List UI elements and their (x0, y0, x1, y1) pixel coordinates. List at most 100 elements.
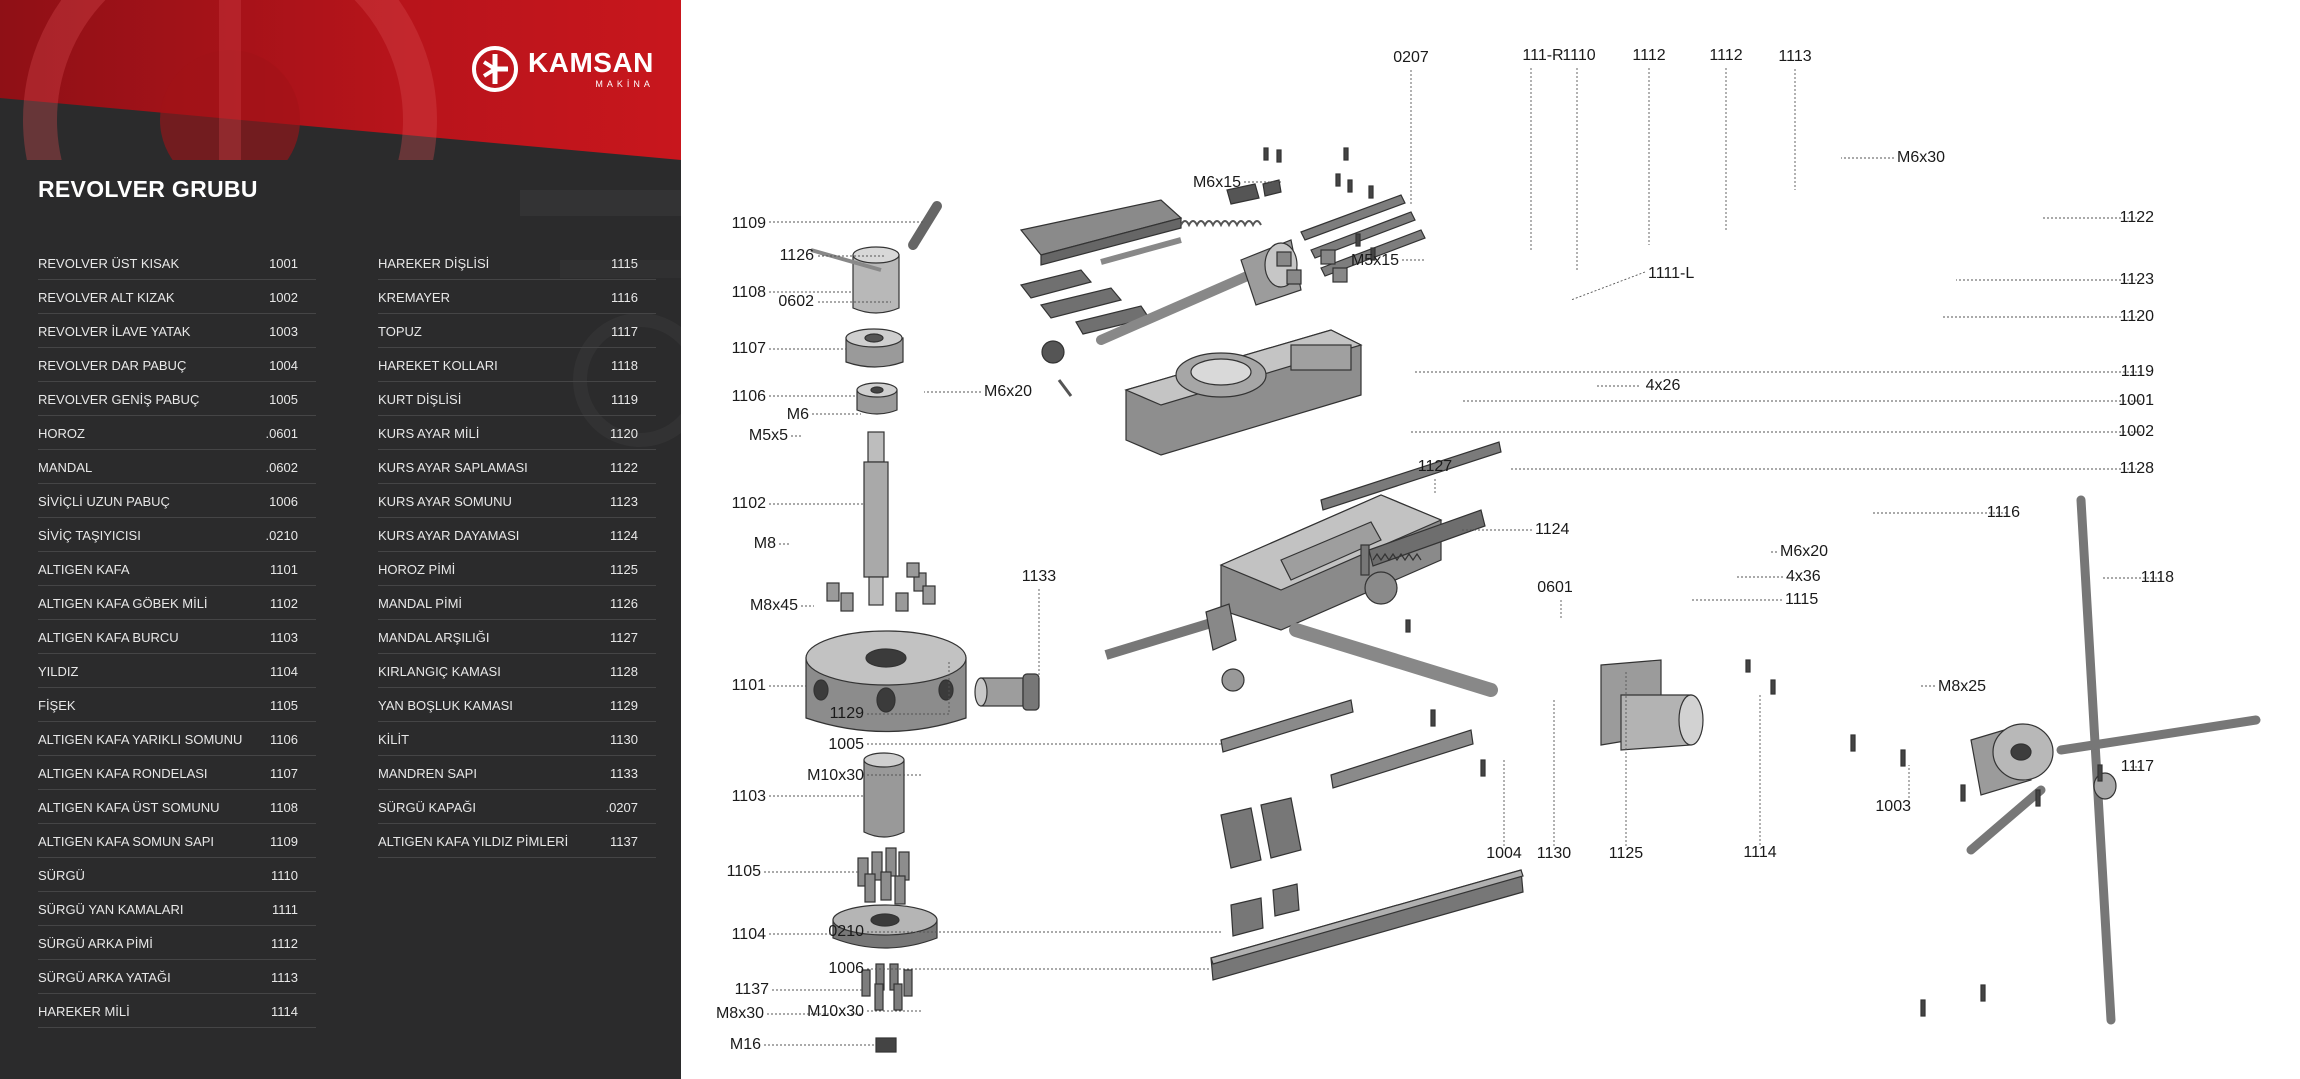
part-code: 1109 (270, 834, 298, 849)
callout-1133: 1133 (1022, 568, 1056, 678)
callout-label: 1106 (732, 388, 767, 405)
callout-label: 0602 (778, 293, 814, 310)
part-name: REVOLVER İLAVE YATAK (38, 324, 191, 339)
callout-label: 1119 (2121, 363, 2154, 380)
callout-m8x45: M8x45 (750, 597, 814, 614)
callout-label: M10x30 (807, 767, 864, 784)
part-name: KREMAYER (378, 290, 450, 305)
part-name: HAREKER MİLİ (38, 1004, 130, 1019)
callout-label: M8x45 (750, 597, 798, 614)
machine-photo-overlay (520, 190, 681, 447)
part-name: KIRLANGIÇ KAMASI (378, 664, 501, 679)
callout-label: 1114 (1743, 844, 1776, 861)
part-code: 1006 (269, 494, 298, 509)
part-code: 1105 (270, 698, 298, 713)
part-name: ALTIGEN KAFA ÜST SOMUNU (38, 800, 220, 815)
part-name: TOPUZ (378, 324, 422, 339)
part-nuts-1123 (1276, 249, 1348, 285)
part-name: ALTIGEN KAFA GÖBEK MİLİ (38, 596, 208, 611)
part-pinion-1115 (1360, 544, 1398, 605)
callout-m5x5: M5x5 (749, 427, 801, 444)
part-code: 1110 (271, 868, 298, 883)
callout-label: M5x15 (1351, 252, 1399, 269)
callout-m6x15: M6x15 (1193, 174, 1281, 191)
callout-1127: 1127 (1418, 458, 1453, 495)
part-pins (826, 562, 936, 612)
callout-1109: 1109 (732, 215, 923, 232)
part-lower-slide-1002 (1104, 494, 1443, 660)
callout-label: M8 (754, 535, 776, 552)
part-code: 1111 (271, 902, 298, 917)
callout-0210: 0210 (828, 923, 1221, 940)
part-name: SÜRGÜ ARKA PİMİ (38, 936, 153, 951)
callout-1108: 1108 (732, 284, 853, 301)
callout-label: 1103 (732, 788, 767, 805)
part-gib-1128 (1320, 441, 1502, 511)
callout-label: 1128 (2120, 460, 2155, 477)
part-star-1104 (832, 904, 938, 949)
part-name: HAREKER DİŞLİSİ (378, 256, 490, 271)
callout-0601: 0601 (1537, 579, 1573, 620)
part-name: MANDAL PİMİ (378, 596, 463, 611)
part-code: 1106 (270, 732, 298, 747)
part-name: YAN BOŞLUK KAMASI (378, 698, 513, 713)
callout-label: 1104 (732, 926, 767, 943)
part-code: .0207 (605, 800, 638, 815)
callout-m5x15: M5x15 (1351, 252, 1426, 269)
callout-1101: 1101 (732, 677, 806, 694)
callout-1137: 1137 (735, 981, 862, 998)
part-code: 1124 (610, 528, 638, 543)
part-name: REVOLVER DAR PABUÇ (38, 358, 187, 373)
callout-label: M8x25 (1938, 678, 1986, 695)
leader-line (867, 660, 950, 715)
parts-list-panel: KAMSAN MAKİNA REVOLVER GRUBU REVOLVER ÜS… (0, 0, 681, 1079)
part-name: ALTIGEN KAFA RONDELASI (38, 766, 208, 781)
callout-m6x20a: M6x20 (924, 383, 1032, 400)
callout-label: 1112 (1709, 47, 1742, 64)
callout-label: 1004 (1486, 845, 1522, 862)
callout-1005: 1005 (828, 736, 1221, 753)
callout-1125: 1125 (1609, 670, 1644, 862)
part-code: .0601 (265, 426, 298, 441)
callout-label: 4x26 (1646, 377, 1681, 394)
part-name: REVOLVER ALT KIZAK (38, 290, 175, 305)
part-code: 1115 (611, 256, 638, 271)
callout-4x36: 4x36 (1736, 568, 1821, 585)
callout-label: 1125 (1609, 845, 1644, 862)
part-row: SİVİÇ TAŞIYICISI.0210 (38, 518, 316, 552)
part-row: HAREKER DİŞLİSİ 1115 (378, 246, 656, 280)
kamsan-logo-icon (472, 46, 518, 92)
part-code: .0602 (265, 460, 298, 475)
callout-label: 111-R (1522, 47, 1563, 64)
part-code: 1114 (271, 1004, 298, 1019)
part-shaft-1114 (1289, 623, 1498, 697)
part-name: ALTIGEN KAFA BURCU (38, 630, 179, 645)
callout-label: 1101 (732, 677, 767, 694)
callout-label: M6x20 (984, 383, 1032, 400)
part-name: KURS AYAR DAYAMASI (378, 528, 520, 543)
part-name: MANDAL (38, 460, 93, 475)
part-code: 1113 (271, 970, 298, 985)
part-code: 1128 (610, 664, 638, 679)
callout-label: 1111-L (1648, 265, 1694, 282)
callout-label: 1127 (1418, 458, 1453, 475)
callout-4x26: 4x26 (1596, 377, 1680, 394)
callout-1002: 1002 (1411, 423, 2154, 440)
callout-label: 1003 (1875, 798, 1911, 815)
callout-1129: 1129 (830, 660, 950, 722)
part-name: SÜRGÜ YAN KAMALARI (38, 902, 184, 917)
callout-1126: 1126 (780, 247, 886, 264)
part-row: SÜRGÜ KAPAĞI.0207 (378, 790, 656, 824)
